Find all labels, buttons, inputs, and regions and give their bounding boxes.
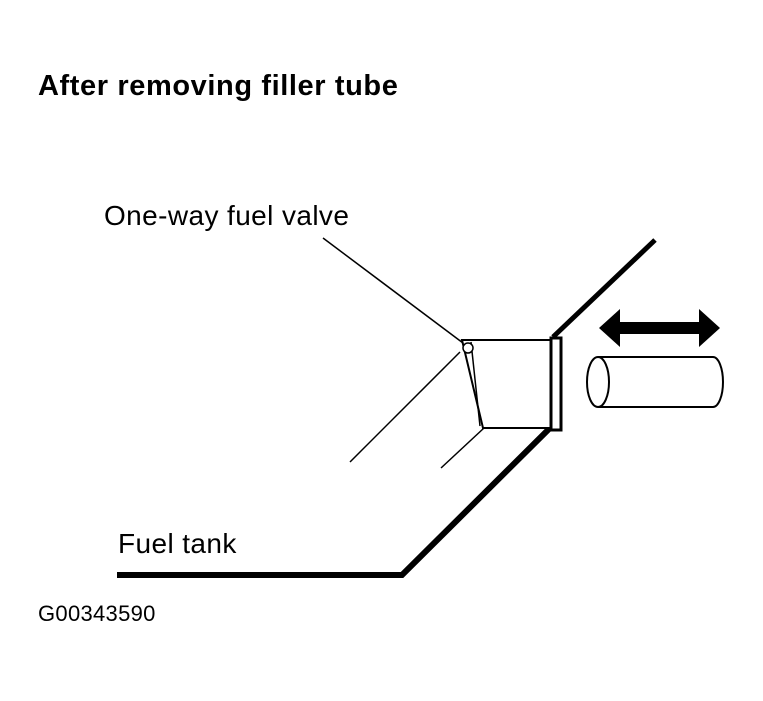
valve-flange [549,336,563,432]
valve-leader-line [322,237,464,344]
valve-flap-edge [470,341,481,427]
figure-id: G00343590 [38,601,156,626]
valve-hinge [462,342,474,354]
filler-tube [586,356,724,408]
diagram-title: After removing filler tube [38,70,399,102]
filler-neck-wall [551,238,657,339]
one-way-fuel-valve-label: One-way fuel valve [104,200,350,231]
double-arrow-icon [599,309,720,347]
fuel-tank-label: Fuel tank [118,528,237,559]
fuel-tank-wall [117,420,558,578]
projection-line-left [349,351,461,463]
projection-line-right [440,427,485,469]
